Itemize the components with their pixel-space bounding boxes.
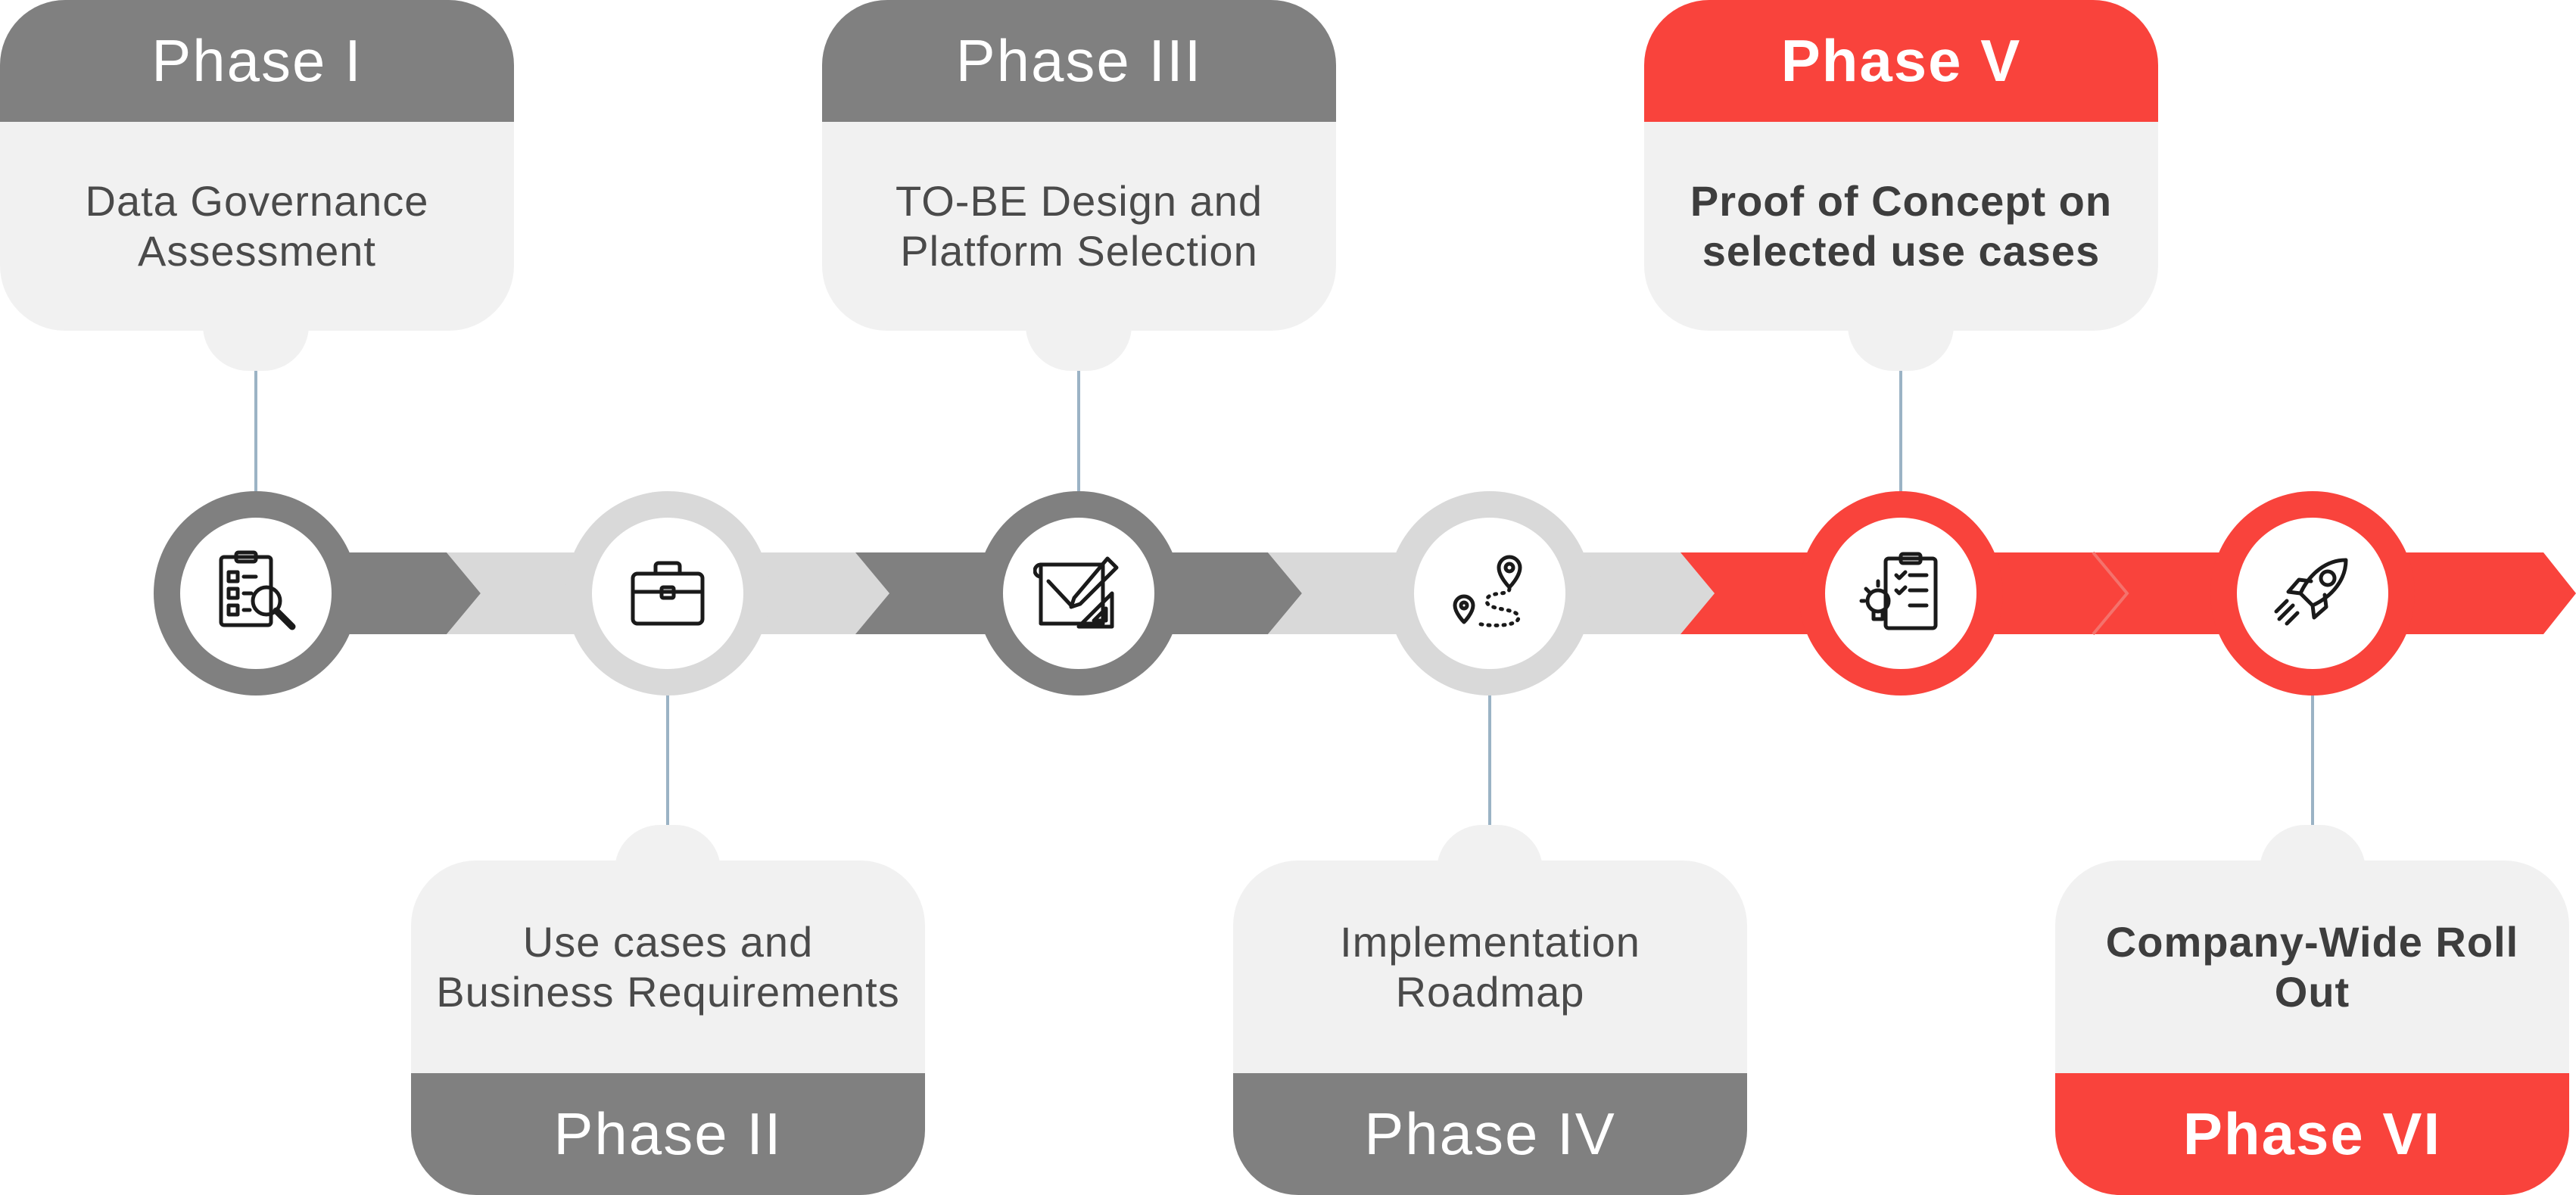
blueprint-ruler-pencil-icon [1033, 548, 1124, 639]
phase-description-6: Company-Wide Roll Out [2105, 917, 2519, 1016]
phase-description-4: Implementation Roadmap [1340, 917, 1640, 1016]
phase-node-6 [2210, 491, 2415, 696]
phase-description-1: Data Governance Assessment [85, 177, 429, 275]
briefcase-icon [622, 548, 713, 639]
phase-label-3: Phase III [822, 0, 1336, 122]
phase-card-5: Phase V Proof of Concept on selected use… [1644, 0, 2158, 331]
connector-phase-2 [666, 695, 669, 831]
rocket-icon [2267, 548, 2358, 639]
phase-node-1 [154, 491, 358, 696]
phase-description-3: TO-BE Design and Platform Selection [896, 177, 1263, 275]
phase-card-2: Use cases and Business Requirements Phas… [411, 860, 925, 1195]
connector-phase-4 [1488, 695, 1491, 831]
connector-phase-6 [2311, 695, 2314, 831]
phase-node-4 [1388, 491, 1592, 696]
route-map-pins-icon [1444, 548, 1535, 639]
phase-label-5: Phase V [1644, 0, 2158, 122]
checklist-magnifier-icon [210, 548, 301, 639]
phase-card-3: Phase III TO-BE Design and Platform Sele… [822, 0, 1336, 331]
phase-description-5: Proof of Concept on selected use cases [1690, 177, 2113, 275]
phase-label-2: Phase II [411, 1073, 925, 1195]
phase-description-2: Use cases and Business Requirements [436, 917, 900, 1016]
phase-label-1: Phase I [0, 0, 514, 122]
phase-node-5 [1799, 491, 2003, 696]
phase-node-2 [565, 491, 770, 696]
phase-card-1: Phase I Data Governance Assessment [0, 0, 514, 331]
clipboard-lightbulb-icon [1855, 548, 1946, 639]
connector-phase-5 [1899, 356, 1902, 492]
connector-phase-1 [254, 356, 257, 492]
connector-phase-3 [1077, 356, 1080, 492]
phase-node-3 [977, 491, 1181, 696]
phase-card-4: Implementation Roadmap Phase IV [1233, 860, 1747, 1195]
phase-card-6: Company-Wide Roll Out Phase VI [2055, 860, 2569, 1195]
phase-label-4: Phase IV [1233, 1073, 1747, 1195]
arrow-chevron-divider [2092, 551, 2129, 636]
phase-label-6: Phase VI [2055, 1073, 2569, 1195]
